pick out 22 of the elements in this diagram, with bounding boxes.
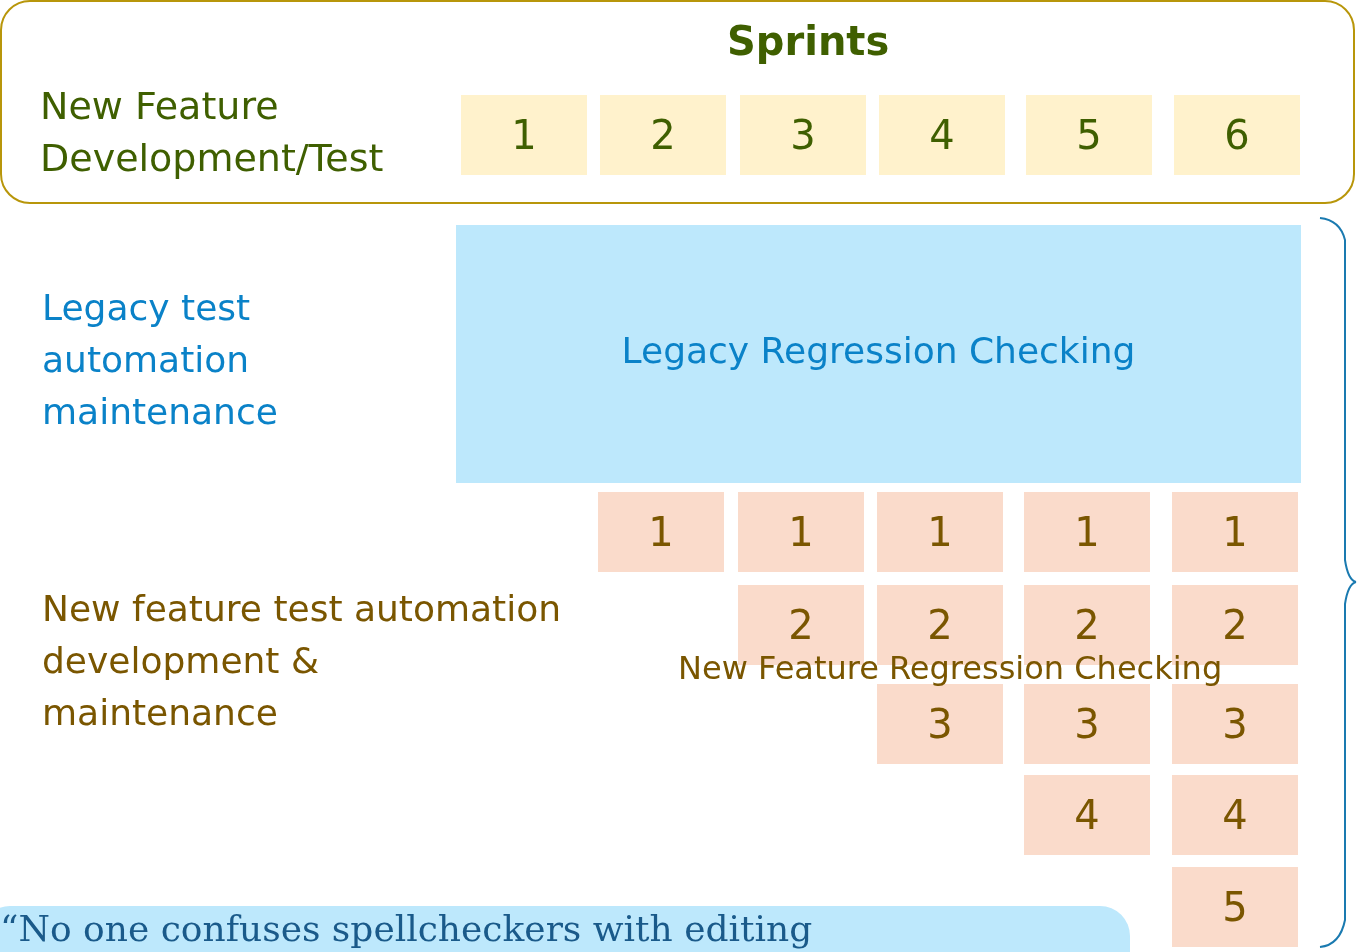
iteration-tile: 1 [1172,492,1298,572]
row-label: New Feature Development/Test [40,83,385,182]
iteration-tile: 3 [1024,684,1150,764]
iteration-tile: 4 [1024,775,1150,855]
sprint-number-tile: 3 [740,95,866,175]
sprint-number-tile: 4 [879,95,1005,175]
iteration-tile: 1 [738,492,864,572]
regression-block: Legacy Regression Checking [456,225,1301,483]
sprint-number-tile: 2 [600,95,726,175]
row-label: New feature test automation development & maintenance [42,587,562,735]
heading: Sprints [727,18,890,64]
iteration-tile: 1 [598,492,724,572]
quote-bubble: “No one confuses spellcheckers with editing [0,906,1130,952]
sprint-number-tile: 5 [1026,95,1152,175]
rounded-frame [0,0,1355,204]
sprint-number-tile: 6 [1174,95,1300,175]
iteration-tile: 4 [1172,775,1298,855]
iteration-tile: 1 [877,492,1003,572]
row-label: Legacy test automation maintenance [42,286,279,434]
iteration-tile: 5 [1172,867,1298,947]
iteration-tile: 1 [1024,492,1150,572]
sprint-number-tile: 1 [461,95,587,175]
